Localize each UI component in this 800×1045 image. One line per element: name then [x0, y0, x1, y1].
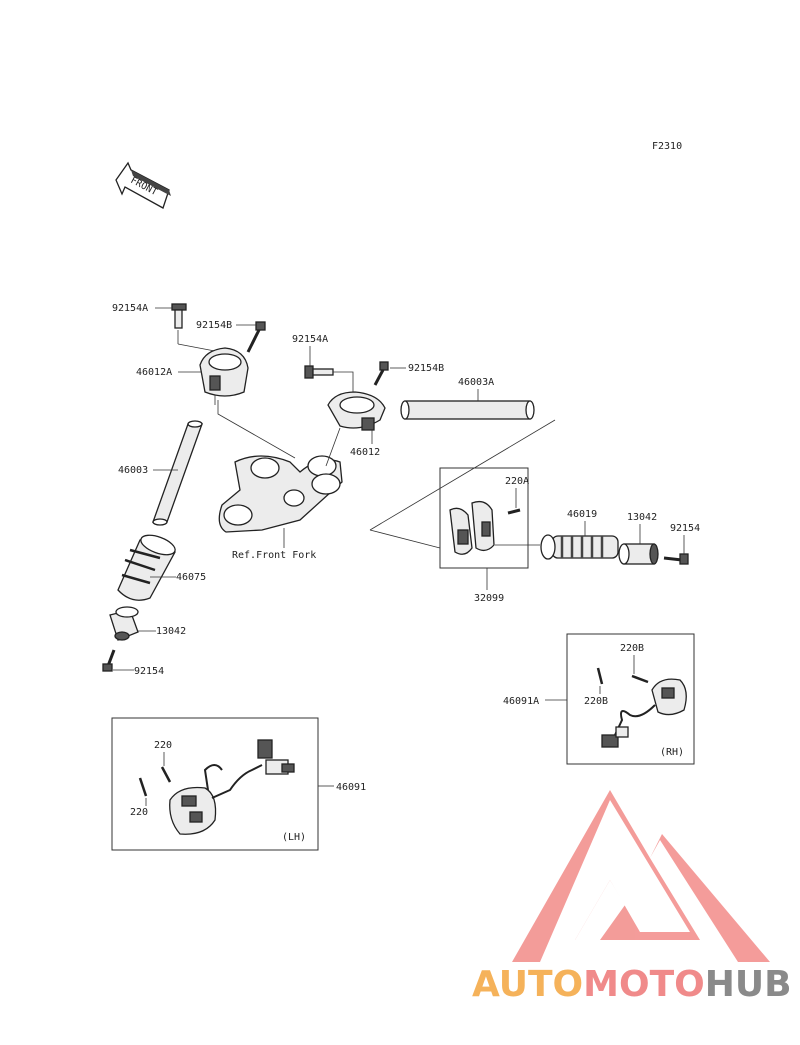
- label-92154b-right: 92154B: [408, 363, 444, 374]
- clamp-46012: [327, 391, 386, 431]
- bolt-92154-right: [663, 553, 689, 565]
- throttle-housing-box: [439, 467, 529, 569]
- rh-switch-box: [566, 633, 695, 765]
- label-92154a-left: 92154A: [112, 303, 148, 314]
- label-13042-left: 13042: [156, 626, 186, 637]
- screw-220a: [507, 508, 521, 515]
- handlebar-46003: [152, 420, 203, 526]
- watermark-logo: [512, 790, 770, 962]
- watermark-auto: AUTO: [472, 964, 583, 1005]
- bolt-92154-left: [102, 649, 116, 672]
- label-92154-right: 92154: [670, 523, 700, 534]
- watermark-moto: MOTO: [583, 964, 705, 1005]
- label-lh: (LH): [282, 832, 306, 843]
- label-rh: (RH): [660, 747, 684, 758]
- bolt-92154b-left: [246, 321, 266, 353]
- watermark-hub: HUB: [705, 964, 792, 1005]
- label-46012a: 46012A: [136, 367, 172, 378]
- label-92154a-right: 92154A: [292, 334, 328, 345]
- lh-switch-box: [111, 717, 319, 851]
- label-13042-right: 13042: [627, 512, 657, 523]
- label-46019: 46019: [567, 509, 597, 520]
- bar-end-weight-13042-left: [109, 606, 139, 641]
- label-220a: 220A: [505, 476, 529, 487]
- label-220-left: 220: [130, 807, 148, 818]
- label-92154b-left: 92154B: [196, 320, 232, 331]
- label-46075: 46075: [176, 572, 206, 583]
- label-220-top: 220: [154, 740, 172, 751]
- grip-46019: [540, 534, 619, 560]
- diagram-code: F2310: [652, 141, 682, 152]
- label-220b-top: 220B: [620, 643, 644, 654]
- label-32099: 32099: [474, 593, 504, 604]
- grip-46075: [117, 534, 176, 601]
- label-46091a: 46091A: [503, 696, 539, 707]
- bolt-92154a-left: [171, 303, 187, 329]
- label-92154-left: 92154: [134, 666, 164, 677]
- label-220b-left: 220B: [584, 696, 608, 707]
- label-46012: 46012: [350, 447, 380, 458]
- clamp-46012a: [199, 347, 249, 397]
- label-46003: 46003: [118, 465, 148, 476]
- throttle-housing-32099: [449, 500, 495, 555]
- label-46091: 46091: [336, 782, 366, 793]
- watermark-text: AUTOMOTOHUB: [472, 964, 792, 1005]
- switch-46091a: [601, 678, 687, 748]
- bolt-92154a-right: [304, 365, 334, 379]
- ref-front-fork-label: Ref.Front Fork: [232, 550, 316, 561]
- triple-clamp: [218, 455, 343, 533]
- switch-46091: [169, 739, 295, 835]
- front-arrow-icon: FRONT: [115, 161, 171, 209]
- bolt-92154b-right: [373, 361, 389, 386]
- handlebar-46003a: [400, 400, 535, 420]
- bar-end-weight-13042-right: [618, 543, 659, 565]
- label-46003a: 46003A: [458, 377, 494, 388]
